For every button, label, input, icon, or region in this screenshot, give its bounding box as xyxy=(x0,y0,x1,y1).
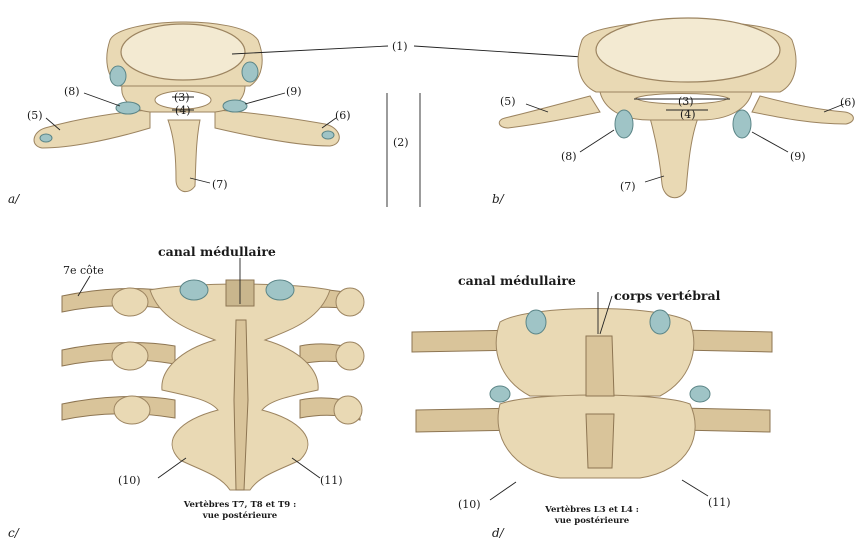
panel-label-d: d/ xyxy=(492,526,506,540)
caption-c-line2: vue postérieure xyxy=(202,510,278,521)
label-10-d: (10) xyxy=(458,498,481,511)
panel-label-a: a/ xyxy=(8,192,21,206)
transverse-process-right xyxy=(215,110,339,146)
caption-c-line1: Vertèbres T7, T8 et T9 : xyxy=(183,499,297,510)
label-9-b: (9) xyxy=(790,150,806,163)
title-canal-c: canal médullaire xyxy=(158,244,276,259)
facet-8-a xyxy=(116,102,140,114)
label-2: (2) xyxy=(393,136,409,149)
label-11-d: (11) xyxy=(708,496,731,509)
transverse-process-left xyxy=(34,110,150,148)
facet-upper-left-d xyxy=(526,310,546,334)
label-8-a: (8) xyxy=(64,85,80,98)
label-1: (1) xyxy=(392,40,408,53)
facet-right-a xyxy=(242,62,258,82)
label-10-c: (10) xyxy=(118,474,141,487)
label-7-b: (7) xyxy=(620,180,636,193)
label-6-b: (6) xyxy=(840,96,856,109)
transverse-process-right-b xyxy=(752,96,853,124)
label-7-a: (7) xyxy=(212,178,228,191)
label-11-c: (11) xyxy=(320,474,343,487)
label-9-a: (9) xyxy=(286,85,302,98)
facet-9-a xyxy=(223,100,247,112)
title-canal-d: canal médullaire xyxy=(458,273,576,288)
facet-8-b xyxy=(615,110,633,138)
label-3-a: (3) xyxy=(174,91,190,104)
title-corps-d: corps vertébral xyxy=(614,288,721,303)
label-5-a: (5) xyxy=(27,109,43,122)
thoracic-vertebrae-posterior-c xyxy=(62,280,364,490)
facet-9-b xyxy=(733,110,751,138)
spinous-process-b xyxy=(650,118,698,198)
caption-d-line1: Vertèbres L3 et L4 : xyxy=(544,504,639,515)
facet-left-c xyxy=(180,280,208,300)
facet-upper-right-d xyxy=(650,310,670,334)
spinous-process-a xyxy=(168,120,200,192)
panel-label-c: c/ xyxy=(8,526,21,540)
caption-d-line2: vue postérieure xyxy=(554,515,630,526)
panel-label-b: b/ xyxy=(492,192,506,206)
label-3-b: (3) xyxy=(678,95,694,108)
vertebra-superior-view-b xyxy=(499,18,853,198)
lumbar-vertebrae-posterior-d xyxy=(412,309,772,479)
label-4-b: (4) xyxy=(680,108,696,121)
label-6-a: (6) xyxy=(335,109,351,122)
leader-1-right xyxy=(414,46,598,58)
body-surface-b xyxy=(596,18,780,82)
rib-label: 7e côte xyxy=(63,264,104,277)
label-5-b: (5) xyxy=(500,95,516,108)
label-4-a: (4) xyxy=(175,104,191,117)
body-surface-a xyxy=(121,24,245,80)
facet-left-a xyxy=(110,66,126,86)
label-8-b: (8) xyxy=(561,150,577,163)
facet-right-c xyxy=(266,280,294,300)
